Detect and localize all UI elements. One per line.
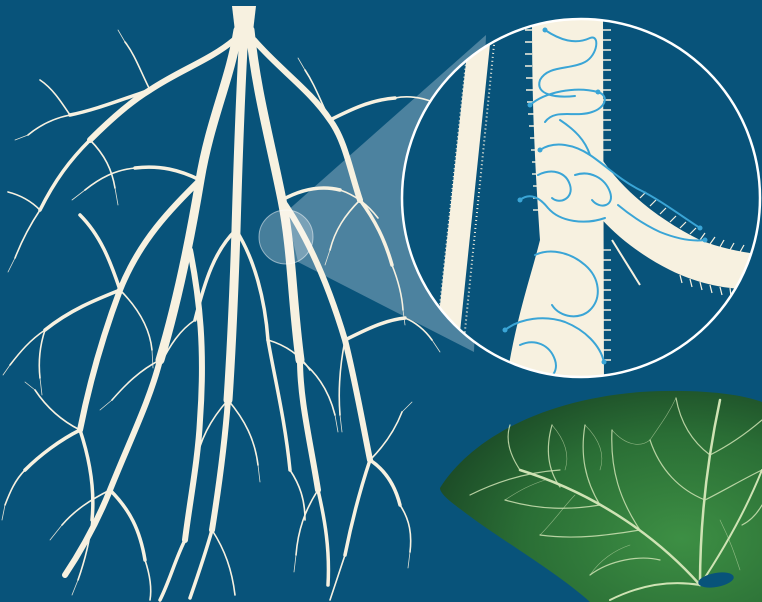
zoom-focus-circle bbox=[259, 210, 313, 264]
